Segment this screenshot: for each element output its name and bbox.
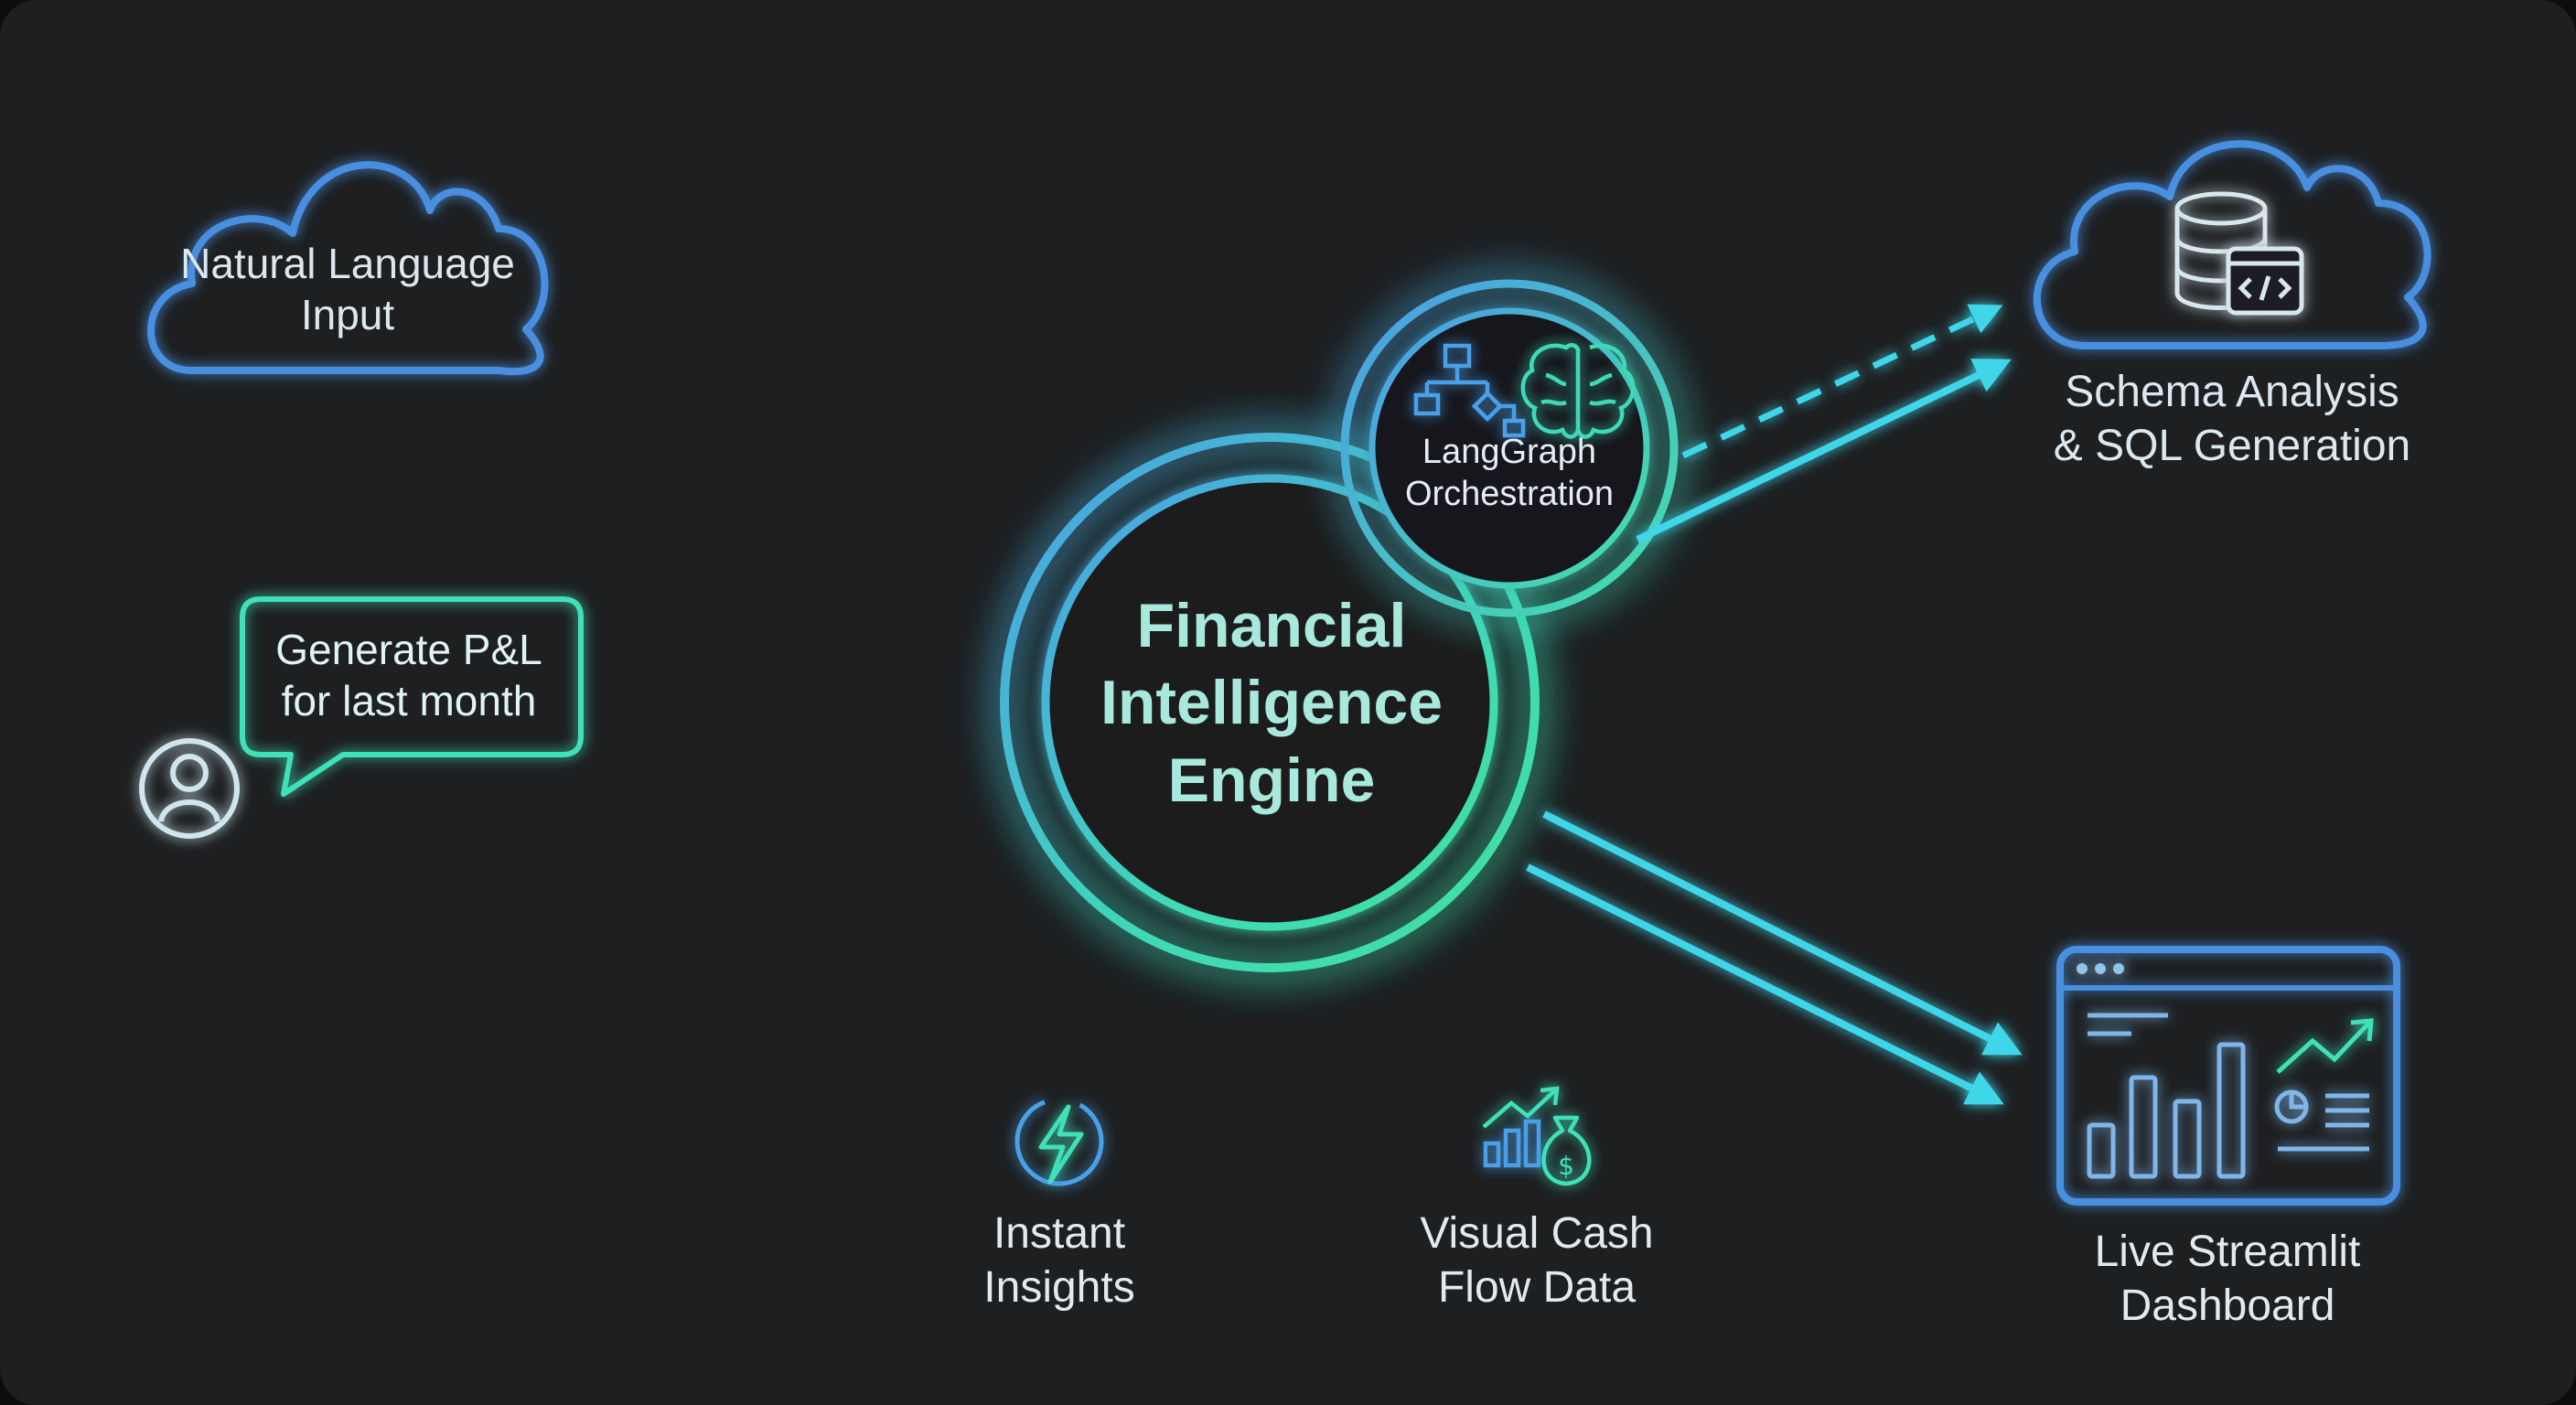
natural-language-input-label: Natural Language Input <box>146 238 549 340</box>
engine-core <box>1000 433 1540 972</box>
label-line: Financial <box>1136 591 1407 660</box>
label-line: & SQL Generation <box>2053 421 2411 470</box>
label-line: Orchestration <box>1404 474 1615 513</box>
arrow-engine-to-dashboard-2 <box>1526 863 2004 1105</box>
schema-analysis-label: Schema Analysis & SQL Generation <box>1994 366 2470 473</box>
lightning-bolt-icon <box>1014 1097 1104 1186</box>
label-line: Input <box>300 291 395 339</box>
arrow-engine-to-dashboard-1 <box>1542 810 2023 1056</box>
user-icon <box>139 738 240 839</box>
label-line: Generate P&L <box>275 626 542 673</box>
label-line: Live Streamlit <box>2094 1228 2361 1276</box>
label-line: LangGraph <box>1422 433 1597 471</box>
arrow-orchestration-to-schema-dashed <box>1681 304 2003 459</box>
label-line: Instant <box>993 1209 1126 1258</box>
label-line: Visual Cash <box>1420 1209 1654 1258</box>
label-line: Insights <box>983 1262 1135 1312</box>
label-line: for last month <box>281 677 537 725</box>
speech-bubble <box>240 596 584 797</box>
cash-flow-label: Visual Cash Flow Data <box>1381 1207 1692 1314</box>
label-line: Intelligence <box>1100 668 1444 738</box>
orchestration-label: LangGraph Orchestration <box>1363 432 1656 515</box>
label-line: Engine <box>1167 745 1376 815</box>
arrow-orchestration-to-schema <box>1636 359 2012 543</box>
dashboard-window-icon <box>2056 946 2400 1206</box>
code-window-icon <box>2226 246 2304 316</box>
instant-insights-label: Instant Insights <box>922 1207 1197 1314</box>
svg-text:$: $ <box>1558 1151 1574 1181</box>
label-line: Flow Data <box>1437 1262 1637 1312</box>
money-bag-chart-icon: $ <box>1482 1086 1592 1186</box>
label-line: Dashboard <box>2120 1281 2335 1330</box>
cloud-icon <box>2033 140 2431 349</box>
user-prompt-text: Generate P&L for last month <box>240 624 578 726</box>
flowchart-icon <box>1413 343 1526 438</box>
brain-icon <box>1520 343 1636 439</box>
dashboard-label: Live Streamlit Dashboard <box>2058 1226 2397 1333</box>
cloud-icon <box>147 161 549 376</box>
label-line: Schema Analysis <box>2065 368 2399 416</box>
label-line: Natural Language <box>180 240 515 287</box>
engine-title: Financial Intelligence Engine <box>1034 587 1509 819</box>
